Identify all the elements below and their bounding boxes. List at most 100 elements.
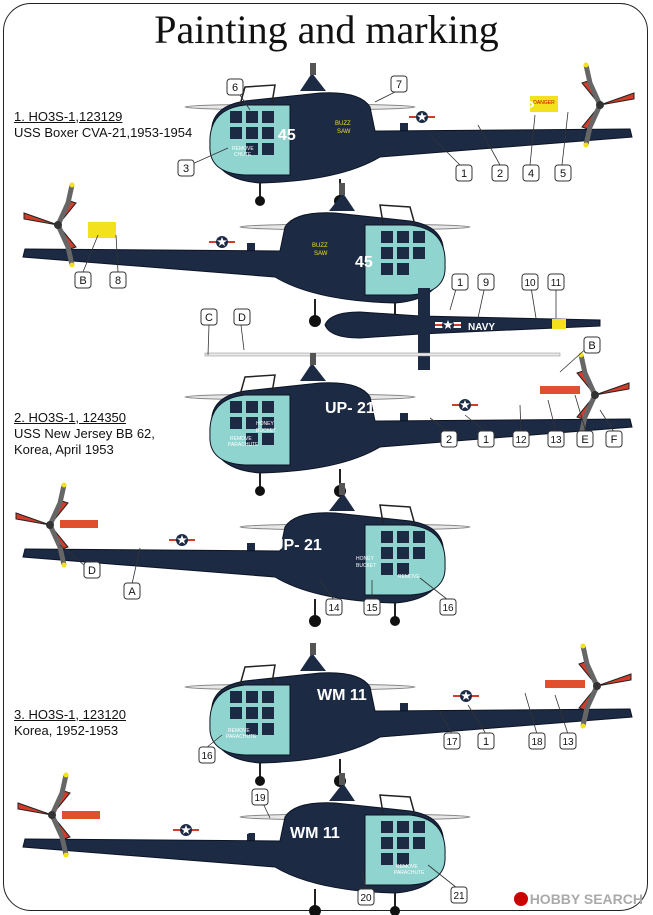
svg-text:6: 6: [232, 82, 238, 94]
callout-A: A: [123, 582, 141, 600]
callout-16: 16: [198, 746, 216, 764]
marines-marking: MARINES: [208, 826, 250, 836]
parachute-text: PARACHUTE: [226, 734, 257, 740]
callout-13: 13: [547, 430, 565, 448]
callout-17: 17: [443, 732, 461, 750]
navy-marking: NAVY: [165, 232, 189, 242]
svg-text:14: 14: [328, 603, 340, 614]
callout-D: D: [233, 308, 251, 326]
chute-text: CHUTE: [234, 152, 252, 158]
heli-top-view: NAVY: [204, 288, 601, 370]
buzz-text: BUZZ: [312, 243, 328, 249]
callout-11: 11: [547, 273, 565, 291]
variant-1-title: 1. HO3S-1,123129 USS Boxer CVA-21,1953-1…: [14, 109, 192, 141]
callout-16: 16: [439, 598, 457, 616]
callout-2: 2: [491, 164, 509, 182]
svg-text:17: 17: [446, 737, 458, 748]
side-number: WM 11: [290, 825, 340, 842]
variant-2-title: 2. HO3S-1, 124350 USS New Jersey BB 62, …: [14, 410, 155, 458]
callout-3: 3: [177, 159, 195, 177]
variant-2-heading: 2. HO3S-1, 124350: [14, 410, 127, 425]
remove-text: REMOVE: [232, 146, 254, 152]
svg-text:16: 16: [201, 751, 213, 762]
navy-marking: NAVY: [468, 322, 495, 333]
watermark-text: HOBBY SEARCH: [529, 891, 643, 907]
svg-text:F: F: [611, 434, 618, 446]
svg-text:13: 13: [562, 737, 574, 748]
heli-3-right: WM 11 MARINES REMOVE PARACHUTE: [184, 643, 632, 788]
side-number: WM 11: [317, 687, 367, 704]
variant-1-heading: 1. HO3S-1,123129: [14, 109, 123, 124]
svg-text:10: 10: [524, 278, 536, 289]
up-marking: UP: [118, 222, 137, 238]
callout-9: 9: [477, 273, 495, 291]
navy-marking: NAVY: [405, 401, 429, 411]
marines-marking: MARINES: [400, 695, 442, 705]
callout-1: 1: [455, 164, 473, 182]
svg-text:2: 2: [446, 434, 452, 446]
heli-2-left: NAVY UP- 21 HONEY BUCKET REMOVE: [16, 483, 471, 628]
variant-3-title: 3. HO3S-1, 123120 Korea, 1952-1953: [14, 707, 126, 739]
svg-text:9: 9: [483, 277, 489, 289]
callout-20: 20: [357, 888, 375, 906]
saw-text: SAW: [314, 251, 328, 257]
svg-text:2: 2: [497, 168, 503, 180]
callout-10: 10: [521, 273, 539, 291]
parachute-text: PARACHUTE: [394, 870, 425, 876]
callout-C: C: [200, 308, 218, 326]
callout-1: 1: [477, 732, 495, 750]
callout-4: 4: [522, 164, 540, 182]
heli-1-right: DANGER NAVY UP 45 BUZZ SAW REMOVE CHUTE: [184, 63, 634, 208]
navy-marking: NAVY: [465, 108, 492, 119]
svg-text:18: 18: [531, 737, 543, 748]
svg-text:20: 20: [360, 893, 372, 904]
side-number: 45: [355, 254, 373, 271]
remove-text: REMOVE: [228, 728, 250, 734]
svg-text:C: C: [205, 312, 213, 324]
callout-D: D: [83, 561, 101, 579]
svg-text:1: 1: [457, 277, 463, 289]
svg-text:A: A: [128, 586, 136, 598]
remove-text: REMOVE: [398, 574, 420, 580]
danger-panel: [88, 222, 116, 238]
hobby-search-logo-icon: [513, 892, 528, 906]
callout-F: F: [605, 430, 623, 448]
variant-2-line2: USS New Jersey BB 62,: [14, 426, 155, 441]
callout-18: 18: [528, 732, 546, 750]
svg-text:19: 19: [254, 793, 266, 804]
parachute-text: PARACHUTE: [228, 442, 259, 448]
remove-text: REMOVE: [396, 864, 418, 870]
callout-1: 1: [451, 273, 469, 291]
leader-lines: [59, 91, 615, 891]
svg-text:7: 7: [396, 79, 402, 91]
bucket-text: BUCKET: [356, 563, 376, 569]
bucket-text: BUCKET: [256, 428, 276, 434]
svg-text:3: 3: [183, 163, 189, 175]
danger-text: DANGER: [533, 100, 555, 106]
callout-19: 19: [251, 788, 269, 806]
danger-panel: [530, 96, 558, 112]
svg-text:D: D: [238, 312, 246, 324]
callout-2: 2: [440, 430, 458, 448]
svg-text:B: B: [588, 340, 595, 352]
variant-3-line2: Korea, 1952-1953: [14, 723, 119, 738]
callout-1: 1: [477, 430, 495, 448]
callout-14: 14: [325, 598, 343, 616]
svg-text:E: E: [581, 434, 588, 446]
callout-15: 15: [363, 598, 381, 616]
svg-text:15: 15: [366, 603, 378, 614]
callout-8: 8: [109, 271, 127, 289]
callout-21: 21: [450, 886, 468, 904]
svg-text:4: 4: [528, 168, 534, 180]
svg-text:D: D: [88, 565, 96, 577]
watermark: HOBBY SEARCH: [513, 891, 643, 907]
heli-3-left: MARINES WM 11 REMOVE PARACHUTE: [18, 773, 471, 915]
svg-text:1: 1: [461, 168, 467, 180]
heli-1-left: UP NAVY 45 BUZZ SAW: [23, 183, 471, 328]
variant-3-heading: 3. HO3S-1, 123120: [14, 707, 127, 722]
svg-text:1: 1: [483, 434, 489, 446]
callouts: 6 7 3 1 2 4 5 B 8 1 9 10 11 C D B 2 1 12…: [74, 75, 623, 906]
svg-text:1: 1: [483, 736, 489, 748]
side-number: 45: [278, 127, 296, 144]
